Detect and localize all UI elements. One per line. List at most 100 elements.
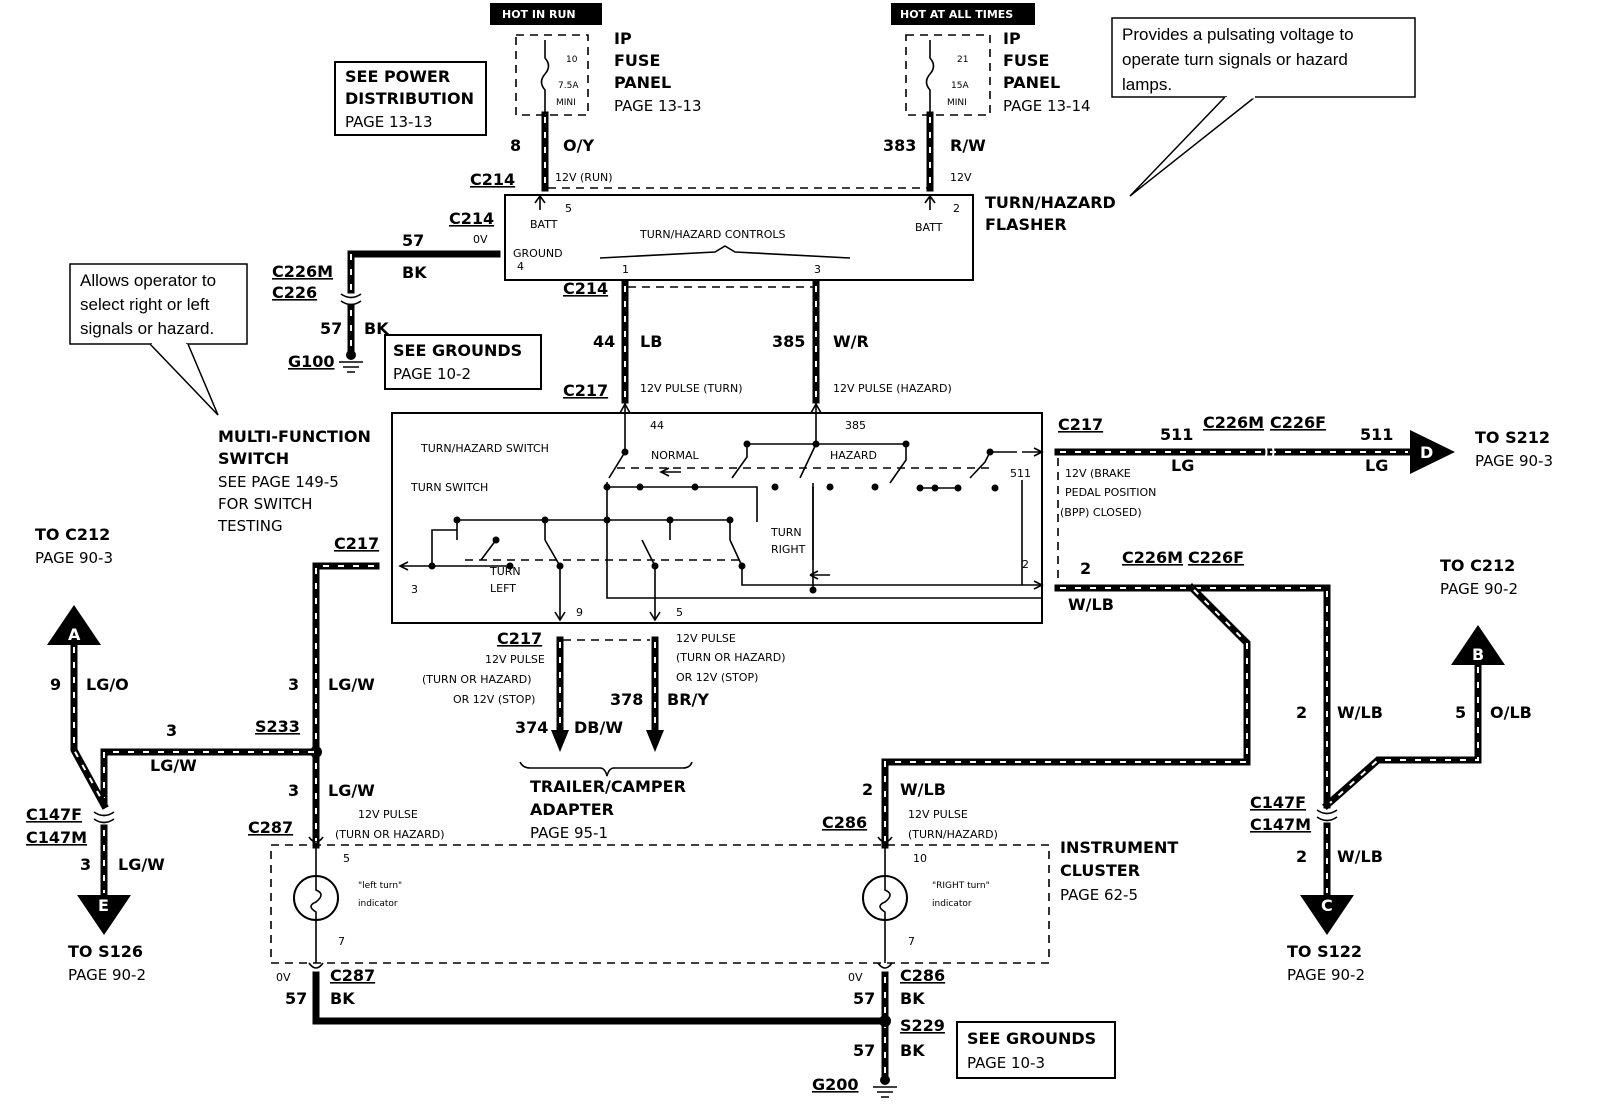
flasher-controls: TURN/HAZARD CONTROLS: [639, 228, 786, 241]
ref-e-arrow: [77, 895, 131, 935]
grounds-2-line-2: PAGE 10-3: [967, 1054, 1045, 1072]
left-ind-label-1: "left turn": [358, 881, 402, 891]
wire-oy-color: O/Y: [563, 136, 594, 155]
wire-383-num: 383: [883, 136, 916, 155]
flasher-module: BATT BATT 5 2 GROUND 4 TURN/HAZARD CONTR…: [504, 193, 1116, 281]
flasher-batt-right: BATT: [915, 221, 943, 234]
wire-lgw-lower: LG/W: [328, 781, 375, 800]
always-12v-label: 12V: [950, 171, 972, 184]
wire-2-num-cluster: 2: [862, 780, 873, 799]
c147-left: C147F C147M 3 LG/W E TO S126 PAGE 90-2: [26, 805, 165, 984]
wire-3-num-branch: 3: [166, 721, 177, 740]
batt-arrow-left-icon: [534, 194, 546, 210]
wire-44-lb: C214 44 LB 12V PULSE (TURN): [563, 279, 743, 404]
wire-lgo-color: LG/O: [86, 675, 129, 694]
wire-lg-b: LG: [1365, 456, 1388, 475]
ground-wire-bk-top: BK: [402, 263, 427, 282]
ref-a-letter: A: [68, 625, 81, 644]
c147m-label-left: C147M: [26, 828, 87, 847]
trailer-bracket: [519, 761, 693, 777]
c217-label-bottom: C217: [497, 629, 542, 648]
wire-wlb-b: W/LB: [1337, 703, 1383, 722]
callout-switch-line-3: signals or hazard.: [80, 319, 214, 338]
flasher-ground: GROUND: [513, 247, 563, 260]
pulse-right-ind-2: (TURN/HAZARD): [908, 828, 998, 841]
ground-wire-bk-bottom: BK: [364, 319, 389, 338]
flasher-controls-bracket: [599, 245, 851, 259]
c287-label-top: C287: [248, 818, 293, 837]
trailer-line-3: PAGE 95-1: [530, 824, 608, 842]
wire-bry-color: BR/Y: [667, 690, 709, 709]
wire-lgw-e: LG/W: [118, 855, 165, 874]
callout-flasher-line-1: Provides a pulsating voltage to: [1122, 25, 1354, 44]
fuse-run-header: HOT IN RUN: [502, 8, 576, 21]
c226f-label-lower: C226F: [1188, 548, 1244, 567]
c226-label: C226: [272, 283, 317, 302]
pulse-stop-left-1: 12V PULSE: [485, 653, 545, 666]
power-dist-line-1: SEE POWER: [345, 67, 450, 86]
cluster-title-1: INSTRUMENT: [1060, 838, 1178, 857]
pulse-right-ind-1: 12V PULSE: [908, 808, 968, 821]
run-12v-label: 12V (RUN): [555, 171, 613, 184]
wire-2-num-c: 2: [1296, 847, 1307, 866]
left-turn-bulb-icon: [293, 875, 339, 921]
wire-olb-b: O/LB: [1490, 703, 1532, 722]
wire-385-num: 385: [772, 332, 805, 351]
power-dist-line-2: DISTRIBUTION: [345, 89, 474, 108]
c226f-label-right: C226F: [1270, 413, 1326, 432]
pulse-hazard-label: 12V PULSE (HAZARD): [833, 382, 952, 395]
normal-label: NORMAL: [651, 449, 700, 462]
turn-switch-label: TURN SWITCH: [410, 481, 488, 494]
callout-flasher-line-3: lamps.: [1122, 75, 1172, 94]
c287-label-bottom: C287: [330, 966, 375, 985]
ref-a-arrow: [47, 605, 101, 645]
mfs-title-1: MULTI-FUNCTION: [218, 427, 371, 446]
wire-dbw-color: DB/W: [574, 718, 623, 737]
flasher-title-2: FLASHER: [985, 215, 1067, 234]
brake-label-2: PEDAL POSITION: [1065, 486, 1156, 499]
wire-wlb-cluster: W/LB: [900, 780, 946, 799]
wire-9-num: 9: [50, 675, 61, 694]
c226m-label-right: C226M: [1203, 413, 1264, 432]
power-distribution-note: SEE POWER DISTRIBUTION PAGE 13-13: [334, 61, 487, 136]
callout-switch-line-2: select right or left: [80, 295, 210, 314]
c217-label-top: C217: [563, 381, 608, 400]
fuse-run-amp: 7.5A: [558, 81, 579, 91]
c147f-label-right: C147F: [1250, 793, 1306, 812]
flasher-pin2: 2: [953, 202, 960, 215]
fuse-run-type: MINI: [556, 98, 576, 108]
turn-right-arrow-icon: [809, 570, 830, 580]
cluster-pin10: 10: [913, 852, 927, 865]
mfs-pin2: 2: [1022, 558, 1029, 571]
cluster-title-2: CLUSTER: [1060, 861, 1140, 880]
cluster-pin7-right: 7: [908, 935, 915, 948]
cluster-gnd-57-lower: 57: [853, 1041, 875, 1060]
fuse-run-box: [515, 34, 589, 116]
ref-d-to: TO S212: [1475, 428, 1550, 447]
right-turn-bulb-icon: [862, 875, 908, 921]
wire-wr-color: W/R: [833, 332, 869, 351]
fuse-always-box: [905, 34, 991, 116]
ref-e-page: PAGE 90-2: [68, 966, 146, 984]
mfs-pin5: 5: [676, 606, 683, 619]
flasher-pin3: 3: [814, 263, 821, 276]
trailer-outputs: C217 12V PULSE (TURN OR HAZARD) OR 12V (…: [422, 629, 786, 842]
flasher-ground-wire: C214 0V 57 BK C226M C226 57 BK G100: [272, 209, 501, 373]
power-dist-line-3: PAGE 13-13: [345, 113, 433, 131]
c147-right-connector-icon: [1316, 809, 1338, 822]
grounds-note-2: SEE GROUNDS PAGE 10-3: [956, 1021, 1116, 1079]
cluster-gnd-bk-right: BK: [900, 989, 925, 1008]
wire-lg-a: LG: [1171, 456, 1194, 475]
flasher-pin1: 1: [622, 263, 629, 276]
wire-3-lgw: C217 3 LG/W S233 3 LG/W 3 LG/W: [100, 534, 380, 849]
mfs-title-4: FOR SWITCH: [218, 495, 312, 513]
mfs-in-arrow-385-icon: [810, 402, 822, 420]
ground-g100-icon: [339, 361, 363, 373]
fuse-always-type: MINI: [947, 98, 967, 108]
callout-flasher-line-2: operate turn signals or hazard: [1122, 50, 1348, 69]
ip-page-always: PAGE 13-14: [1003, 97, 1091, 115]
cluster-gnd-bk-left: BK: [330, 989, 355, 1008]
wire-3-num-e: 3: [80, 855, 91, 874]
